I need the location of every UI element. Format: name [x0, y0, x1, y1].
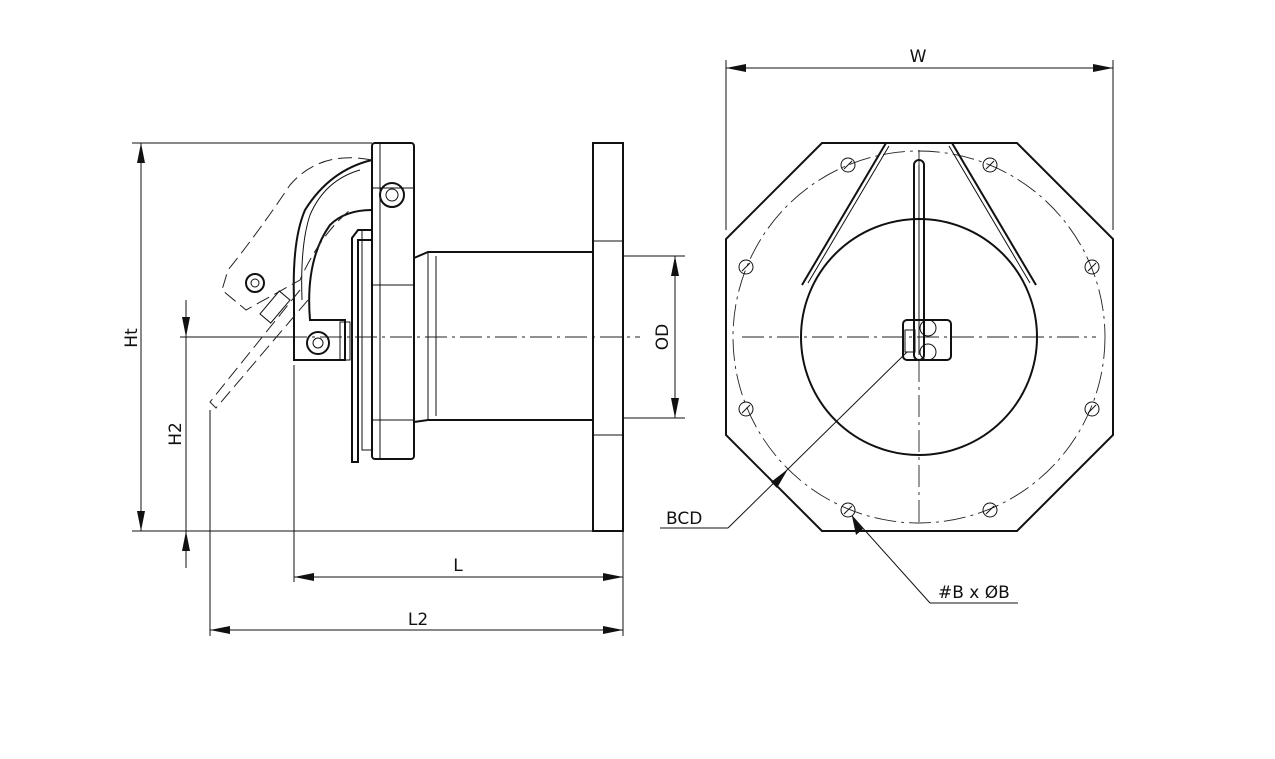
arrow-l2-left	[210, 626, 230, 634]
label-l: L	[453, 556, 463, 576]
latch-bolt	[904, 329, 916, 353]
bcd-leader-diag	[727, 351, 908, 529]
lever-guard-inner	[807, 145, 1031, 284]
arrow-l2-right	[603, 626, 623, 634]
latch-plate	[902, 319, 952, 361]
lever-latch	[339, 321, 351, 361]
arrow-od-top	[671, 256, 679, 276]
bolt-hole	[982, 157, 998, 173]
bolt-hole	[738, 259, 754, 275]
lever-open-position	[221, 157, 373, 311]
lever-open-bolt-inner	[250, 278, 260, 288]
lever-open-latch	[259, 290, 291, 324]
arrow-od-bot	[671, 398, 679, 418]
bolt-holes	[738, 157, 1100, 518]
side-view: Ht H2 OD L L2	[122, 142, 685, 636]
label-ht: Ht	[122, 328, 142, 348]
arrow-ht-bot	[137, 511, 145, 531]
clamp-ring	[371, 142, 415, 460]
arrow-l-left	[294, 573, 314, 581]
lever-lower-bolt	[306, 331, 330, 355]
label-od: OD	[653, 324, 673, 350]
lever-lower-bolt-inner	[312, 337, 324, 349]
bolt-hole	[738, 401, 754, 417]
label-l2: L2	[408, 610, 428, 630]
label-w: W	[910, 47, 927, 67]
label-bolts: #B x ØB	[938, 583, 1010, 603]
arrow-bolt	[852, 516, 863, 535]
seal-plate	[351, 229, 372, 463]
arrow-ht-top	[137, 143, 145, 163]
lever-open-bolt	[245, 273, 265, 293]
octagon-flange	[725, 142, 1114, 532]
latch-pin-2	[919, 343, 937, 361]
seal-plate-inner	[361, 230, 372, 451]
arrow-h2-top	[182, 317, 190, 337]
front-view: W BCD #B x ØB	[660, 47, 1114, 604]
bolt-hole	[982, 502, 998, 518]
arrow-h2-bot	[182, 531, 190, 551]
operating-lever-inner	[301, 169, 361, 301]
bolt-hole	[1084, 401, 1100, 417]
arrow-w-right	[1093, 64, 1113, 72]
lever-pivot-bolt	[379, 182, 405, 208]
label-h2: H2	[166, 422, 186, 446]
operating-lever	[292, 159, 373, 361]
bolt-hole	[840, 157, 856, 173]
lever-guard	[801, 142, 1037, 286]
label-bcd: BCD	[666, 509, 702, 529]
bolt-hole	[1084, 259, 1100, 275]
arrow-l-right	[603, 573, 623, 581]
right-flange	[592, 142, 624, 532]
arrow-w-left	[726, 64, 746, 72]
bolt-hole	[840, 502, 856, 518]
bolt-leader-diag	[851, 515, 931, 604]
lever-pivot-bolt-inner	[385, 188, 399, 202]
latch-pin	[919, 319, 937, 337]
arrow-bcd	[771, 469, 788, 488]
lever-open-handle	[209, 289, 309, 409]
